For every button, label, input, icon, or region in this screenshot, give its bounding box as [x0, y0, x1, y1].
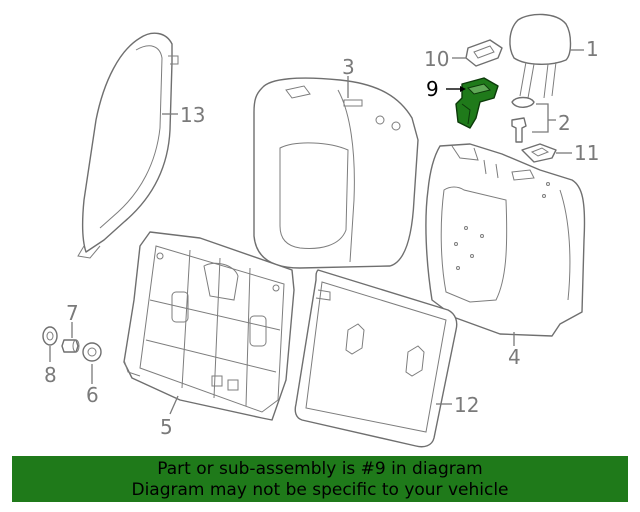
callout-7: 7 [66, 301, 79, 325]
callout-4: 4 [508, 345, 521, 369]
banner-line-part: Part or sub-assembly is #9 in diagram [157, 459, 483, 479]
part-11-cap[interactable] [521, 143, 557, 163]
part-2-guides[interactable] [511, 96, 535, 143]
part-1-headrest[interactable] [509, 13, 572, 99]
leader-2 [532, 103, 549, 133]
part-9-highlighted[interactable] [455, 77, 499, 129]
part-10-cover[interactable] [465, 39, 503, 67]
callout-11: 11 [574, 141, 599, 165]
banner-line-disclaimer: Diagram may not be specific to your vehi… [131, 480, 509, 500]
part-5-frame[interactable] [123, 231, 295, 421]
callout-8: 8 [44, 363, 57, 387]
part-13-side-bolster[interactable] [77, 32, 179, 259]
parts-diagram: 1 2 3 4 5 6 7 8 9 10 11 12 13 [42, 13, 599, 448]
callout-12: 12 [454, 393, 479, 417]
part-7-bushing[interactable] [61, 339, 80, 353]
part-8-grommet[interactable] [42, 326, 58, 346]
callout-5: 5 [160, 415, 173, 439]
part-4-seatback-pad[interactable] [425, 143, 586, 337]
callout-6: 6 [86, 383, 99, 407]
part-12-board[interactable] [294, 269, 458, 448]
part-notice-banner: Part or sub-assembly is #9 in diagram Di… [12, 456, 628, 502]
callout-1: 1 [586, 37, 599, 61]
callout-2: 2 [558, 111, 571, 135]
part-3-seatback-cover[interactable] [253, 77, 419, 269]
leader-9-arrow [460, 86, 466, 92]
callout-9: 9 [426, 77, 439, 101]
callout-10: 10 [424, 47, 449, 71]
leader-5 [169, 395, 179, 415]
part-6-nut[interactable] [82, 342, 102, 362]
callout-13: 13 [180, 103, 205, 127]
callout-3: 3 [342, 55, 355, 79]
